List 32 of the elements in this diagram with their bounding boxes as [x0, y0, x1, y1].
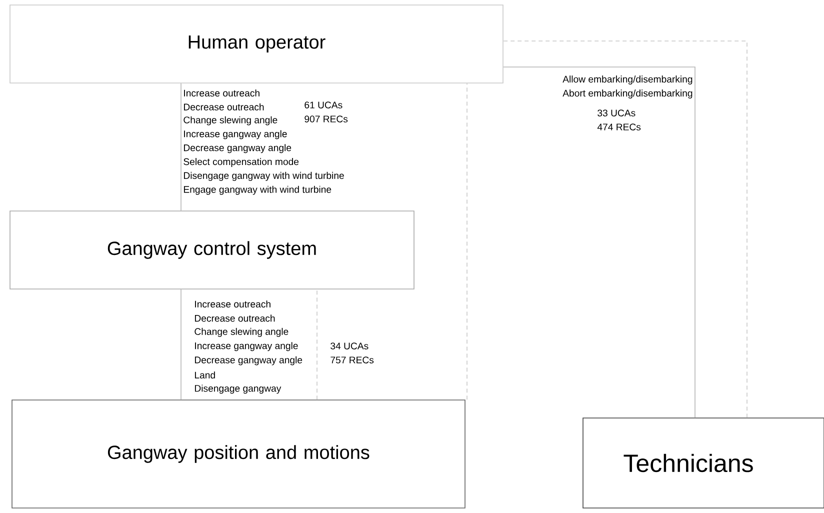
count-label: 757 RECs: [330, 356, 374, 364]
connector-line: [316, 289, 318, 400]
connector-line: [180, 83, 182, 211]
command-label: Decrease gangway angle: [184, 144, 292, 154]
process-box: Gangway position and motions: [12, 400, 466, 508]
count-label: 907 RECs: [304, 116, 348, 122]
command-label: Land: [195, 371, 215, 379]
count-label: 474 RECs: [597, 124, 641, 130]
command-label: Increase outreach: [184, 89, 260, 97]
command-label: Select compensation mode: [184, 158, 299, 167]
connector-line: [503, 66, 696, 418]
connector-line: [503, 40, 748, 418]
command-label: Disengage gangway with wind turbine: [184, 172, 344, 181]
process-box: Human operator: [10, 4, 504, 84]
count-label: 34 UCAs: [330, 342, 368, 350]
process-box: Gangway control system: [10, 210, 414, 290]
process-box: Technicians: [582, 418, 824, 508]
count-label: 33 UCAs: [598, 110, 636, 116]
connector-line: [466, 83, 468, 400]
command-label: Decrease outreach: [195, 314, 275, 322]
command-label: Decrease gangway angle: [195, 356, 302, 366]
connector-line: [180, 289, 182, 400]
command-label: Increase gangway angle: [195, 342, 298, 352]
command-label: Change slewing angle: [194, 328, 288, 337]
command-label: Allow embarking/disembarking: [562, 76, 692, 84]
command-label: Abort embarking/disembarking: [562, 90, 692, 98]
command-label: Increase outreach: [195, 300, 270, 308]
command-label: Change slewing angle: [184, 116, 278, 126]
count-label: 61 UCAs: [304, 102, 342, 108]
command-label: Engage gangway with wind turbine: [184, 186, 332, 195]
command-label: Decrease outreach: [184, 103, 264, 110]
command-label: Increase gangway angle: [184, 130, 287, 140]
